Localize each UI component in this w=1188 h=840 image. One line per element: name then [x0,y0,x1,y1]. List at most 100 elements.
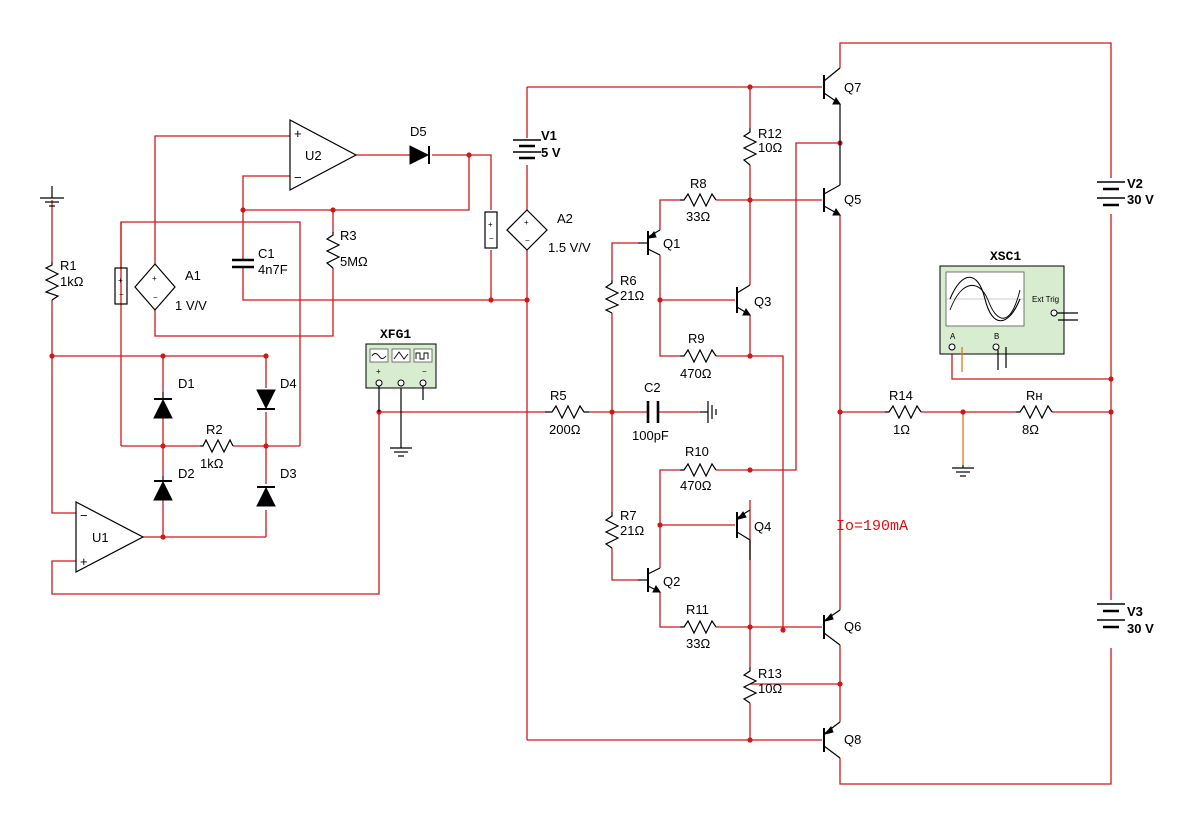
sine-wave-icon[interactable] [371,353,387,359]
function-generator-xfg1[interactable]: XFG1 + − [365,327,437,412]
v3-value: 30 V [1127,621,1154,636]
vcvs-a1[interactable]: + − + − A1 1 V/V [114,263,207,313]
transistor-q7[interactable]: Q7 [823,67,861,143]
resistor-r8[interactable]: R8 33Ω [680,176,717,224]
triangle-wave-icon[interactable] [393,351,409,360]
resistor-r5[interactable]: R5 200Ω [545,388,589,437]
q6-ref: Q6 [844,619,861,634]
q5-ref: Q5 [844,192,861,207]
r2-value: 1kΩ [200,456,224,471]
diode-d4[interactable]: D4 [256,376,297,410]
resistor-r3[interactable]: R3 5MΩ [325,228,368,269]
opamp-u2[interactable]: + − U2 [289,119,358,191]
r14-value: 1Ω [893,422,910,437]
diode-d2[interactable]: D2 [153,466,195,501]
transistor-q3[interactable]: Q3 [736,284,771,316]
ground-xfg1 [390,386,412,457]
r3-ref: R3 [340,228,357,243]
resistor-r9[interactable]: R9 470Ω [680,331,717,381]
v1-value: 5 V [541,145,561,160]
q1-ref: Q1 [663,236,680,251]
transistor-q8[interactable]: Q8 [823,721,861,759]
diode-d1[interactable]: D1 [153,376,195,419]
svg-text:+: + [152,274,157,283]
square-wave-icon[interactable] [415,352,429,360]
oscilloscope-xsc1[interactable]: XSC1 Ext Trig A B [939,249,1078,372]
diode-d3[interactable]: D3 [256,466,297,507]
svg-text:−: − [525,236,530,245]
transistor-q6[interactable]: Q6 [823,609,861,646]
junctions [49,84,1114,743]
scope-trace-a [949,276,1021,322]
a2-value: 1.5 V/V [548,240,591,255]
transistor-q5[interactable]: Q5 [823,143,861,216]
svg-text:−: − [489,234,494,243]
diode-d5[interactable]: D5 [409,124,430,165]
v1-ref: V1 [541,128,557,143]
u2-ref: U2 [305,148,322,163]
r1-ref: R1 [60,258,77,273]
battery-v1[interactable]: V1 5 V [513,128,561,160]
svg-text:−: − [119,290,124,299]
v2-ref: V2 [1127,176,1143,191]
ext-trig-terminal[interactable] [1050,309,1058,317]
ground-c2 [700,401,717,423]
r5-ref: R5 [550,388,567,403]
resistor-r11[interactable]: R11 33Ω [680,602,717,651]
r11-ref: R11 [686,602,709,617]
vcvs-a2[interactable]: + − + − A2 1.5 V/V [484,209,591,255]
output-current-annotation: Io=190mA [836,518,908,535]
c2-value: 100pF [632,428,669,443]
resistor-r7[interactable]: R7 21Ω [604,508,644,549]
ch-a-terminal[interactable] [948,343,956,351]
xfg1-ref: XFG1 [380,327,411,342]
transistor-q1[interactable]: Q1 [638,229,680,256]
c1-value: 4n7F [258,262,288,277]
ch-a-label: A [950,332,956,341]
resistor-r2[interactable]: R2 1kΩ [200,422,234,471]
ext-trig-label: Ext Trig [1032,295,1059,304]
q8-ref: Q8 [844,732,861,747]
ch-b-terminal[interactable] [992,343,1000,351]
r13-value: 10Ω [758,681,782,696]
resistor-r13[interactable]: R13 10Ω [742,666,782,704]
resistor-rh-load[interactable]: Rн 8Ω [1016,388,1053,437]
q4-ref: Q4 [754,519,771,534]
r3-value: 5MΩ [340,254,368,269]
u1-ref: U1 [92,530,109,545]
svg-text:+: + [524,218,529,227]
resistor-r12[interactable]: R12 10Ω [742,126,782,166]
resistor-r10[interactable]: R10 470Ω [680,444,717,493]
battery-v3[interactable]: V3 30 V [1097,603,1154,636]
xfg1-plus-label: + [376,367,381,376]
v3-ref: V3 [1127,604,1143,619]
r12-ref: R12 [758,126,782,141]
r10-ref: R10 [685,444,709,459]
xsc1-ref: XSC1 [990,249,1021,264]
battery-v2[interactable]: V2 30 V [1097,176,1154,207]
q3-ref: Q3 [754,294,771,309]
wires [51,42,1112,785]
svg-text:+: + [118,276,123,285]
d4-ref: D4 [280,376,297,391]
d3-ref: D3 [280,466,297,481]
c1-ref: C1 [258,246,275,261]
r12-value: 10Ω [758,140,782,155]
transistor-q4[interactable]: Q4 [736,509,771,560]
r1-value: 1kΩ [60,274,84,289]
d2-ref: D2 [178,466,195,481]
transistor-q2[interactable]: Q2 [638,567,680,593]
opamp-u1[interactable]: − + U1 [75,501,145,573]
resistor-r6[interactable]: R6 21Ω [604,273,644,314]
capacitor-c2[interactable]: C2 100pF [632,380,669,443]
rh-value: 8Ω [1022,422,1039,437]
capacitor-c1[interactable]: C1 4n7F [232,246,288,277]
svg-text:+: + [294,126,302,141]
resistor-r14[interactable]: R14 1Ω [885,388,922,437]
svg-text:+: + [80,554,88,569]
resistor-r1[interactable]: R1 1kΩ [44,258,84,301]
r6-value: 21Ω [620,288,644,303]
svg-text:+: + [488,220,493,229]
d1-ref: D1 [178,376,195,391]
r13-ref: R13 [758,666,782,681]
